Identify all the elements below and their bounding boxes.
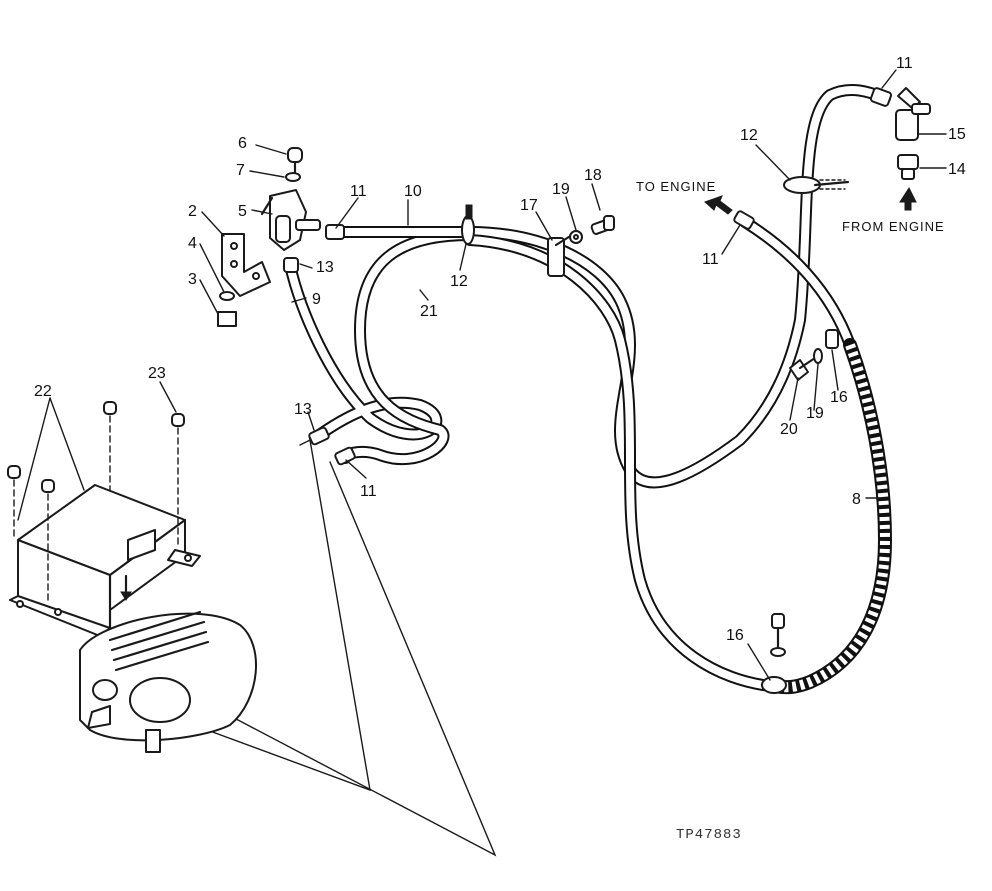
cap-screw-6 [287,147,303,176]
corrugated-hose-8 [768,338,893,695]
label-23: 23 [148,365,166,382]
valve-15 [895,87,931,141]
hose-return [464,216,856,692]
label-6: 6 [238,135,247,152]
from-engine-arrow [899,186,917,211]
label-19-top: 19 [552,181,570,198]
washer-19-top [569,230,583,244]
label-18: 18 [584,167,602,184]
cap-screw-bottom [770,613,786,657]
label-12-left: 12 [450,273,468,290]
bracket-2 [221,233,271,297]
label-21: 21 [420,303,438,320]
label-22: 22 [34,383,52,400]
down-arrow-guard [120,574,132,601]
fitting-11-top [325,224,345,240]
label-5: 5 [238,203,247,220]
hose-10 [334,83,891,489]
label-13-lower: 13 [294,401,312,418]
fitting-13-top [283,257,299,273]
label-13-top: 13 [316,259,334,276]
label-11-top: 11 [350,183,367,200]
fitting-13-lower [308,426,330,446]
label-11-right: 11 [702,251,719,268]
fitting-11-right [733,210,755,230]
to-engine-note: TO ENGINE [636,179,716,194]
label-14: 14 [948,161,966,178]
fitting-11-lower [334,446,356,466]
label-12-right: 12 [740,127,758,144]
washer-4 [219,291,235,301]
cap-screw-18 [590,215,615,235]
part-labels: 6 7 5 2 4 3 11 10 13 9 12 21 13 11 17 19… [34,55,966,843]
label-8: 8 [852,491,861,508]
label-3: 3 [188,271,197,288]
label-15: 15 [948,126,966,143]
leader-lines [17,69,947,681]
label-16-right: 16 [830,389,848,406]
label-11-lower: 11 [360,483,377,500]
clamp-12-right [783,176,850,194]
fitting-14 [897,154,919,180]
cap-screw-20 [789,356,817,381]
clamp-16-right [825,329,839,349]
from-engine-note: FROM ENGINE [842,219,945,234]
clamp-12-left [461,204,475,245]
washer-7 [285,172,301,182]
heater-unit [79,610,257,753]
label-17: 17 [520,197,538,214]
clamp-16-bottom [761,676,787,694]
label-10: 10 [404,183,422,200]
label-2: 2 [188,203,197,220]
to-engine-arrow [704,195,733,215]
leader-lines-to-heater [179,438,497,857]
nut-3 [217,311,237,327]
label-7: 7 [236,162,245,179]
figure-code: TP47883 [676,827,742,843]
valve-5 [260,189,321,251]
washer-19-right [813,348,823,364]
label-16-bottom: 16 [726,627,744,644]
label-9: 9 [312,291,321,308]
label-20: 20 [780,421,798,438]
label-4: 4 [188,235,197,252]
fitting-11-top-right [869,87,893,107]
label-11-top-right: 11 [896,55,913,72]
label-19-right: 19 [806,405,824,422]
hose-9-21 [284,229,476,466]
bolts-23 [7,401,185,601]
heater-guard-22 [9,484,201,637]
